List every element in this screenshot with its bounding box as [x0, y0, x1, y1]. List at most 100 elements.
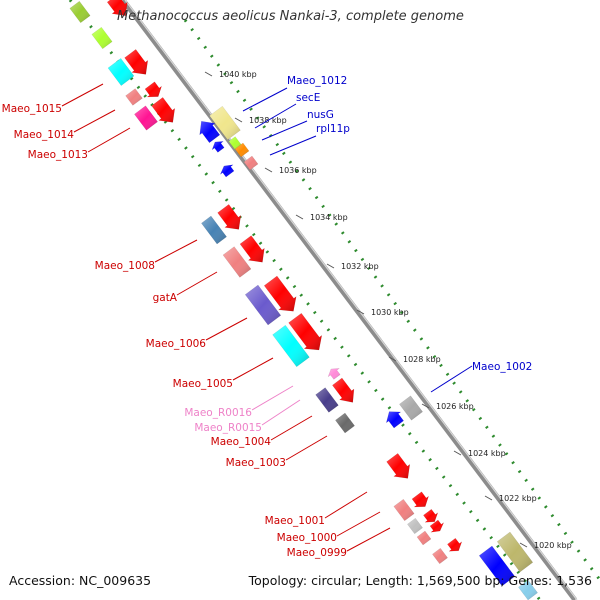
- gene-feature[interactable]: [429, 519, 445, 533]
- scale-tick-mark: [234, 117, 243, 123]
- genome-summary-text: Topology: circular; Length: 1,569,500 bp…: [248, 573, 592, 588]
- gene-label[interactable]: Maeo_1004: [211, 436, 272, 448]
- gene-feature[interactable]: [315, 387, 339, 413]
- gene-label-leader: [251, 385, 294, 411]
- gene-feature[interactable]: [199, 120, 221, 144]
- gene-feature[interactable]: [211, 141, 225, 153]
- gene-label[interactable]: nusG: [307, 109, 334, 121]
- gene-feature[interactable]: [134, 105, 158, 131]
- accession-text: Accession: NC_009635: [9, 573, 152, 588]
- gene-feature[interactable]: [91, 26, 113, 50]
- gene-feature[interactable]: [332, 377, 355, 403]
- gene-label-leader: [242, 87, 288, 112]
- scale-tick-label: 1030 kbp: [371, 308, 409, 317]
- label-leader-lines: [61, 83, 473, 552]
- gene-feature[interactable]: [217, 204, 242, 230]
- gene-feature[interactable]: [335, 412, 355, 434]
- scale-tick-label: 1024 kbp: [468, 449, 506, 458]
- gene-feature[interactable]: [411, 491, 430, 508]
- gene-label[interactable]: Maeo_1005: [173, 378, 233, 390]
- scale-tick-label: 1040 kbp: [219, 70, 257, 79]
- scale-tick-mark: [326, 263, 335, 269]
- gene-feature[interactable]: [496, 531, 534, 573]
- gene-feature[interactable]: [209, 105, 241, 141]
- gene-feature[interactable]: [386, 453, 411, 479]
- scale-tick-label: 1022 kbp: [499, 494, 537, 503]
- gene-label[interactable]: Maeo_1012: [287, 75, 347, 87]
- gene-label[interactable]: Maeo_R0016: [184, 407, 252, 419]
- gene-feature[interactable]: [447, 537, 463, 552]
- gene-label-leader: [73, 109, 116, 133]
- gene-labels: Maeo_1012 secE nusG rpl11p Maeo_1015Maeo_101…: [2, 75, 533, 559]
- gene-label[interactable]: rpl11p: [316, 123, 350, 135]
- gene-feature[interactable]: [399, 395, 423, 421]
- chromosome-backbone-line: [121, 0, 577, 600]
- gene-feature[interactable]: [201, 215, 227, 245]
- gene-feature[interactable]: [219, 164, 235, 178]
- gene-feature[interactable]: [327, 368, 341, 380]
- scale-tick-mark: [356, 309, 365, 315]
- gene-label[interactable]: Maeo_1015: [2, 103, 62, 115]
- scale-tick-mark: [453, 450, 462, 456]
- gene-feature[interactable]: [107, 58, 135, 86]
- gene-feature[interactable]: [288, 312, 323, 351]
- ruler-dotted-line: [183, 19, 600, 581]
- gene-label[interactable]: Maeo_1002: [472, 361, 532, 373]
- gene-label-leader: [254, 103, 297, 129]
- gene-feature[interactable]: [416, 530, 432, 546]
- gene-feature[interactable]: [518, 579, 538, 600]
- gene-label[interactable]: Maeo_1014: [14, 129, 75, 141]
- gene-label-leader: [430, 365, 473, 393]
- gene-label[interactable]: secE: [296, 92, 320, 104]
- gene-feature[interactable]: [222, 246, 252, 278]
- gene-feature[interactable]: [144, 81, 163, 98]
- gene-feature[interactable]: [263, 275, 297, 312]
- gene-feature[interactable]: [69, 0, 91, 24]
- gene-label[interactable]: Maeo_1000: [277, 532, 337, 544]
- gene-feature[interactable]: [244, 284, 282, 326]
- gene-label-leader: [232, 357, 274, 381]
- gene-label[interactable]: Maeo_1006: [146, 338, 207, 350]
- gene-label[interactable]: Maeo_0999: [287, 547, 347, 559]
- scale-tick-mark: [388, 356, 397, 362]
- gene-label-leader: [285, 435, 328, 461]
- gene-label-leader: [270, 415, 313, 441]
- gene-label-leader: [261, 120, 308, 141]
- gene-label-leader: [336, 511, 381, 537]
- scale-tick-label: 1036 kbp: [279, 166, 317, 175]
- gene-feature[interactable]: [385, 411, 404, 429]
- gene-feature[interactable]: [125, 88, 143, 106]
- scale-tick-mark: [519, 542, 528, 548]
- gene-label[interactable]: Maeo_1008: [95, 260, 155, 272]
- chromosome-backbone-highlight: [124, 0, 578, 600]
- gene-feature[interactable]: [423, 508, 439, 523]
- gene-feature[interactable]: [272, 324, 310, 368]
- gene-features: [69, 0, 538, 600]
- gene-label-leader: [61, 83, 104, 107]
- gene-label-leader: [324, 491, 368, 519]
- scale-tick-mark: [295, 214, 304, 220]
- scale-tick-label: 1026 kbp: [436, 402, 474, 411]
- gene-feature[interactable]: [234, 142, 250, 158]
- gene-label[interactable]: Maeo_1003: [226, 457, 286, 469]
- gene-feature[interactable]: [393, 498, 415, 522]
- gene-feature[interactable]: [151, 97, 176, 123]
- gene-feature[interactable]: [239, 235, 265, 263]
- gene-label[interactable]: Maeo_R0015: [194, 422, 262, 434]
- gene-feature[interactable]: [243, 155, 259, 171]
- gene-feature[interactable]: [106, 0, 128, 17]
- gene-label-leader: [154, 239, 198, 263]
- scale-tick-mark: [421, 403, 430, 409]
- gene-label[interactable]: Maeo_1013: [28, 149, 88, 161]
- scale-tick-label: 1032 kbp: [341, 262, 379, 271]
- gene-feature[interactable]: [478, 545, 516, 587]
- gene-feature[interactable]: [407, 517, 423, 535]
- map-title: Methanococcus aeolicus Nankai-3, complet…: [117, 9, 464, 24]
- gene-feature[interactable]: [432, 547, 448, 565]
- gene-label[interactable]: Maeo_1001: [265, 515, 325, 527]
- gene-feature[interactable]: [124, 49, 149, 75]
- chromosome-backbone: [121, 0, 578, 600]
- gene-label[interactable]: gatA: [153, 292, 178, 304]
